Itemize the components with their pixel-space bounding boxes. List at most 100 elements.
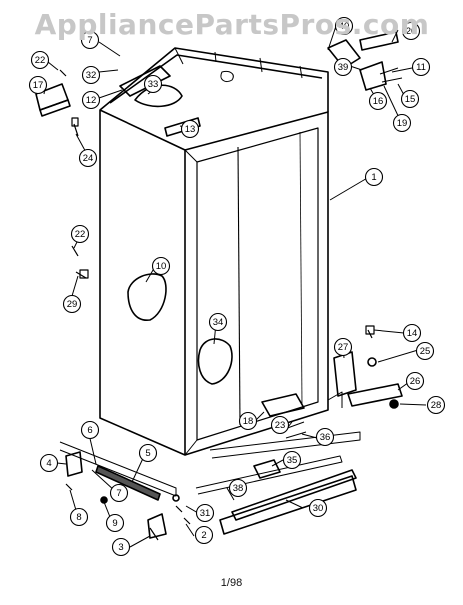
callout-circle bbox=[415, 341, 435, 361]
callout-number: 31 bbox=[200, 508, 211, 519]
drawing-date-code: 1/98 bbox=[220, 577, 243, 589]
callout-circle bbox=[238, 411, 258, 431]
callout-5: 5 bbox=[138, 443, 158, 463]
callout-circle bbox=[109, 483, 129, 503]
callout-6: 6 bbox=[80, 420, 100, 440]
callout-36: 36 bbox=[315, 427, 335, 447]
callout-number: 3 bbox=[118, 542, 123, 553]
callout-number: 25 bbox=[420, 346, 431, 357]
callout-35: 35 bbox=[282, 450, 302, 470]
callout-32: 32 bbox=[81, 65, 101, 85]
callout-number: 23 bbox=[275, 420, 286, 431]
callout-number: 36 bbox=[320, 432, 331, 443]
small-screws bbox=[59, 69, 375, 541]
callout-40: 40 bbox=[334, 16, 354, 36]
callout-circle bbox=[315, 427, 335, 447]
callout-4: 4 bbox=[39, 453, 59, 473]
callout-1: 1 bbox=[364, 167, 384, 187]
callout-number: 12 bbox=[86, 95, 97, 106]
callout-38: 38 bbox=[228, 478, 248, 498]
callout-circle bbox=[39, 453, 59, 473]
callout-circle bbox=[28, 75, 48, 95]
callout-circle bbox=[333, 337, 353, 357]
callout-22b: 22 bbox=[70, 224, 90, 244]
callout-14: 14 bbox=[402, 323, 422, 343]
callout-24: 24 bbox=[78, 148, 98, 168]
callout-number: 10 bbox=[156, 261, 167, 272]
cabinet-body bbox=[99, 47, 343, 456]
callout-number: 5 bbox=[145, 448, 150, 459]
callout-11: 11 bbox=[411, 57, 431, 77]
callout-circle bbox=[180, 119, 200, 139]
callout-number: 13 bbox=[185, 124, 196, 135]
callout-7: 7 bbox=[80, 30, 100, 50]
callout-39: 39 bbox=[333, 57, 353, 77]
callout-number: 27 bbox=[338, 342, 349, 353]
callout-number: 1 bbox=[371, 172, 376, 183]
callout-28: 28 bbox=[426, 395, 446, 415]
callout-number: 22 bbox=[35, 55, 46, 66]
callout-7b: 7 bbox=[109, 483, 129, 503]
callout-circle bbox=[364, 167, 384, 187]
callout-number: 14 bbox=[407, 328, 418, 339]
callout-29: 29 bbox=[62, 294, 82, 314]
callout-17: 17 bbox=[28, 75, 48, 95]
callout-number: 9 bbox=[112, 518, 117, 529]
callout-25: 25 bbox=[415, 341, 435, 361]
callout-circle bbox=[282, 450, 302, 470]
callout-circle bbox=[333, 57, 353, 77]
bottom-left-parts bbox=[65, 451, 180, 539]
callout-circle bbox=[401, 21, 421, 41]
callout-number: 26 bbox=[410, 376, 421, 387]
callout-circle bbox=[426, 395, 446, 415]
callout-31: 31 bbox=[195, 503, 215, 523]
callout-number: 24 bbox=[83, 153, 94, 164]
right-hinge-parts bbox=[333, 351, 403, 409]
callout-number: 16 bbox=[373, 96, 384, 107]
callout-number: 32 bbox=[86, 70, 97, 81]
callout-circle bbox=[208, 312, 228, 332]
callout-circle bbox=[81, 65, 101, 85]
callout-circle bbox=[151, 256, 171, 276]
callout-circle bbox=[195, 503, 215, 523]
callout-circle bbox=[138, 443, 158, 463]
callout-19: 19 bbox=[392, 113, 412, 133]
callout-23: 23 bbox=[270, 415, 290, 435]
callout-circle bbox=[143, 74, 163, 94]
callout-number: 19 bbox=[397, 118, 408, 129]
callout-circle bbox=[334, 16, 354, 36]
callout-12: 12 bbox=[81, 90, 101, 110]
callout-circle bbox=[270, 415, 290, 435]
callout-circle bbox=[308, 498, 328, 518]
callout-8: 8 bbox=[69, 507, 89, 527]
callout-circle bbox=[368, 91, 388, 111]
callout-number: 17 bbox=[33, 80, 44, 91]
callout-circle bbox=[228, 478, 248, 498]
callout-circle bbox=[80, 30, 100, 50]
bottom-rails bbox=[59, 431, 361, 535]
callout-34: 34 bbox=[208, 312, 228, 332]
callout-number: 8 bbox=[76, 512, 81, 523]
callout-3: 3 bbox=[111, 537, 131, 557]
callout-circle bbox=[400, 89, 420, 109]
callout-2: 2 bbox=[194, 525, 214, 545]
callout-number: 39 bbox=[338, 62, 349, 73]
callout-number: 28 bbox=[431, 400, 442, 411]
callout-circle bbox=[392, 113, 412, 133]
callout-9: 9 bbox=[105, 513, 125, 533]
callout-circle bbox=[194, 525, 214, 545]
callout-circle bbox=[30, 50, 50, 70]
cover-17 bbox=[35, 83, 71, 117]
callout-number: 2 bbox=[201, 530, 206, 541]
callout-number: 40 bbox=[339, 21, 350, 32]
callout-27: 27 bbox=[333, 337, 353, 357]
callout-number: 15 bbox=[405, 94, 416, 105]
callout-number: 7 bbox=[116, 488, 121, 499]
callout-circle bbox=[70, 224, 90, 244]
callout-26: 26 bbox=[405, 371, 425, 391]
callout-13: 13 bbox=[180, 119, 200, 139]
callout-circle bbox=[111, 537, 131, 557]
callout-circle bbox=[411, 57, 431, 77]
